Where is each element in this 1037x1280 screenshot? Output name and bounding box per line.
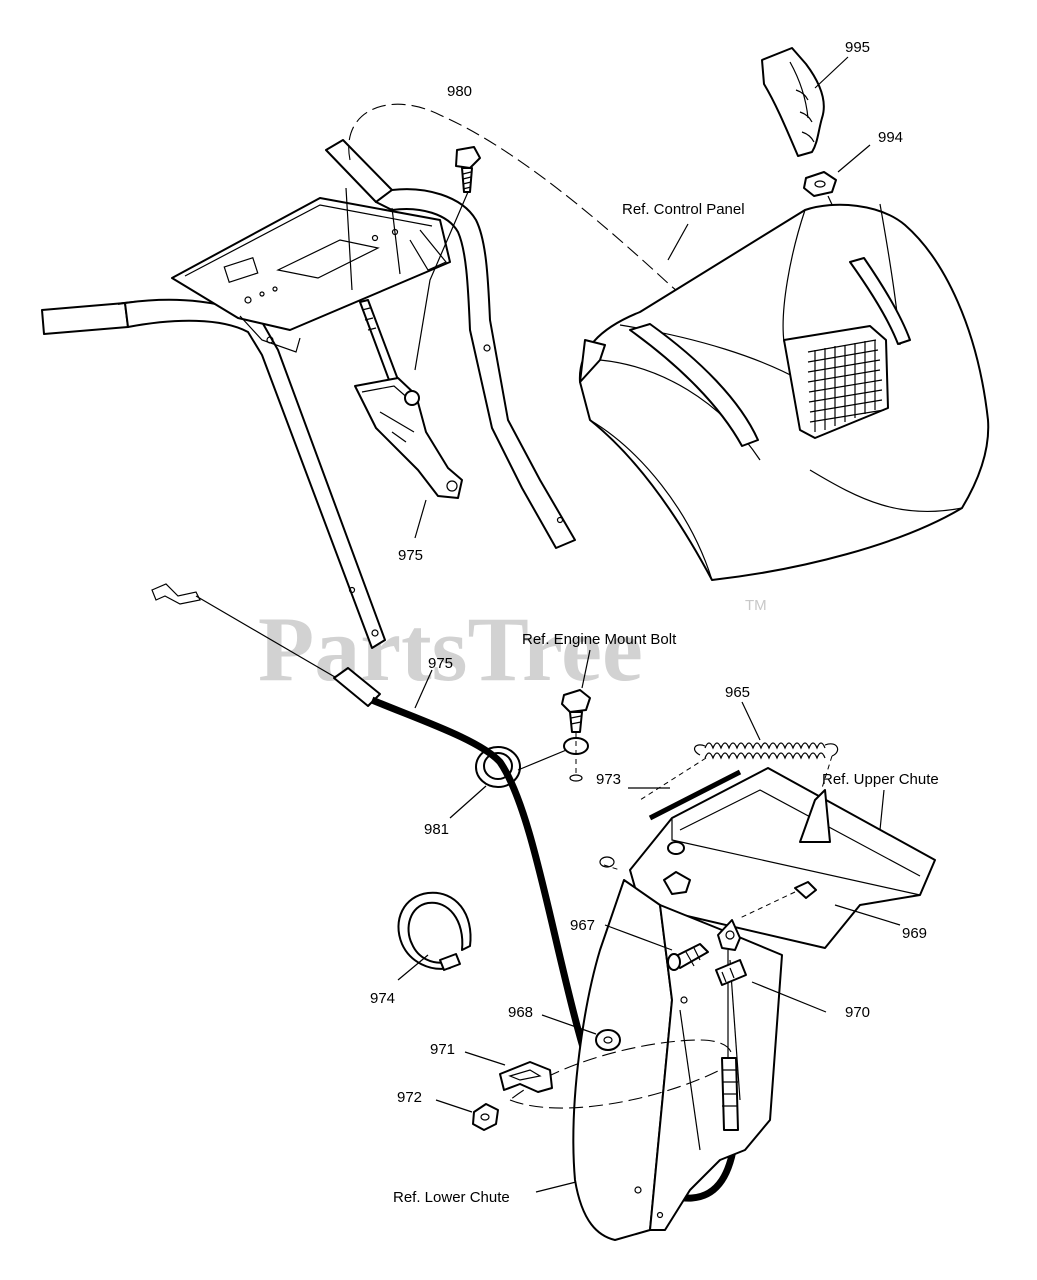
spring-965: [639, 742, 839, 801]
upper-chute: [599, 767, 936, 949]
label-975-lower: 975: [428, 655, 453, 672]
bolt-967-leader-line: [604, 924, 673, 951]
engine-mount-bolt-leader-line: [581, 649, 591, 689]
nut-972-leader-line: [435, 1099, 473, 1113]
shift-lever-975: [354, 299, 463, 499]
label-965: 965: [725, 684, 750, 701]
watermark-trademark: TM: [745, 597, 767, 614]
grip-995: [761, 47, 825, 157]
clip-971-leader-line: [464, 1051, 506, 1066]
washer-968: [595, 1029, 621, 1051]
label-969: 969: [902, 925, 927, 942]
label-980: 980: [447, 83, 472, 100]
bolt-967: [667, 943, 709, 971]
bar-973: [648, 769, 742, 821]
label-967: 967: [570, 917, 595, 934]
nut-994-leader-line: [837, 144, 871, 173]
handle-assembly: [41, 139, 576, 649]
control-panel-grille: [807, 339, 885, 432]
bolt-980: [455, 146, 481, 193]
lever-975-leader-line: [414, 499, 427, 539]
watermark: PartsTree: [258, 598, 643, 700]
spring-965-leader-line: [741, 701, 761, 741]
cable-tie-981-leader-line: [449, 785, 487, 819]
label-ref-upper-chute: Ref. Upper Chute: [822, 771, 939, 788]
clip-971: [499, 1061, 553, 1093]
nut-969-leader-line: [834, 904, 901, 926]
label-994: 994: [878, 129, 903, 146]
control-panel: [578, 203, 990, 581]
label-ref-control-panel: Ref. Control Panel: [622, 201, 745, 218]
label-ref-engine-mount-bolt: Ref. Engine Mount Bolt: [522, 631, 677, 648]
label-968: 968: [508, 1004, 533, 1021]
label-972: 972: [397, 1089, 422, 1106]
nut-994: [803, 171, 837, 197]
cable-975-leader-line: [414, 669, 433, 709]
engine-mount-bolt: [561, 689, 591, 782]
label-995: 995: [845, 39, 870, 56]
washer-968-leader-line: [541, 1014, 597, 1035]
grip-995-leader-line: [814, 56, 849, 89]
label-974: 974: [370, 990, 395, 1007]
label-ref-lower-chute: Ref. Lower Chute: [393, 1189, 510, 1206]
connection-dashed-line: [348, 103, 871, 339]
upper-chute-leader-line: [879, 789, 885, 831]
lower-chute-leader-line: [535, 1181, 577, 1193]
label-975-upper: 975: [398, 547, 423, 564]
ring-974-leader-line: [397, 954, 429, 981]
bolt-980-leader-line: [414, 191, 469, 371]
label-971: 971: [430, 1041, 455, 1058]
label-981: 981: [424, 821, 449, 838]
lower-chute: [509, 879, 783, 1241]
label-970: 970: [845, 1004, 870, 1021]
retaining-ring-974: [397, 891, 472, 971]
control-panel-leader-line: [667, 223, 689, 261]
bracket-970-leader-line: [751, 981, 827, 1013]
nut-972: [472, 1103, 499, 1131]
label-973: 973: [596, 771, 621, 788]
cable-bracket-970: [715, 919, 747, 1131]
